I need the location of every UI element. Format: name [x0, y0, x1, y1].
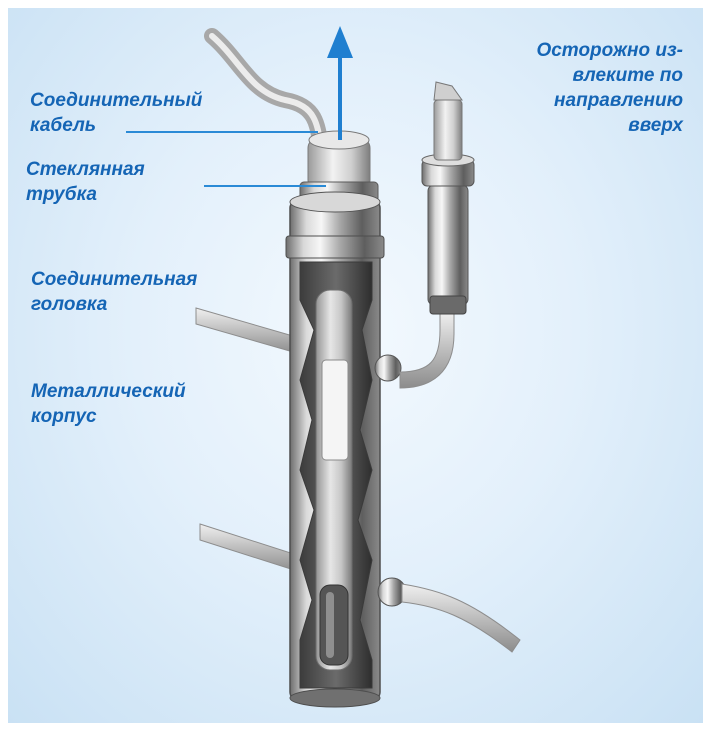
glass-tube	[316, 290, 352, 670]
connecting-head-label: Соединительная головка	[31, 267, 197, 317]
upper-fitting	[375, 355, 401, 381]
connecting-head	[300, 131, 378, 202]
lower-side-pipe-left	[200, 524, 300, 572]
upper-side-pipe	[196, 308, 300, 354]
connecting-cable-label: Соединительный кабель	[30, 88, 202, 138]
upward-arrow	[327, 26, 353, 140]
lower-side-pipe-right	[402, 584, 520, 652]
instruction-label: Осторожно из- влеките по направлению вве…	[493, 38, 683, 138]
removed-assembly	[400, 82, 474, 388]
glass-tube-label: Стеклянная трубка	[26, 157, 145, 207]
metal-housing-label: Металлический корпус	[31, 379, 186, 429]
